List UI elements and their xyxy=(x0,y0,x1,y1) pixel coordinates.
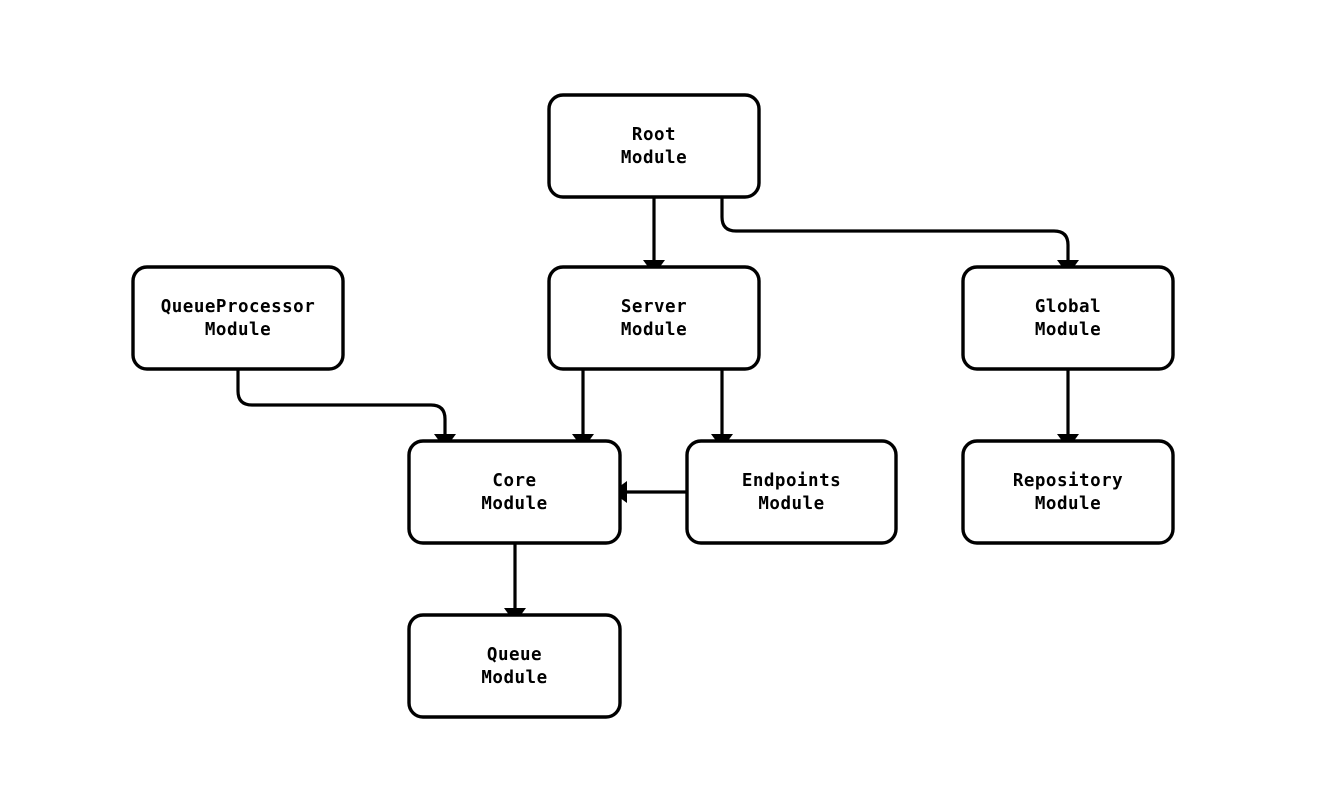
edge-server-to-endpoints xyxy=(711,369,733,449)
node-label-line2: Module xyxy=(205,320,271,340)
node-box[interactable] xyxy=(685,439,898,545)
node-label-line1: Root xyxy=(632,125,676,145)
node-label-line2: Module xyxy=(481,668,547,688)
node-box[interactable] xyxy=(131,265,345,371)
node-label-line1: QueueProcessor xyxy=(161,297,316,317)
edge-root-to-global xyxy=(720,197,1079,275)
node-label-line1: Core xyxy=(492,471,536,491)
node-box[interactable] xyxy=(547,265,761,371)
node-label-line2: Module xyxy=(1035,494,1101,514)
edge-endpoints-to-core xyxy=(612,481,687,503)
edge-line xyxy=(236,369,447,434)
node-box[interactable] xyxy=(407,439,622,545)
node-box[interactable] xyxy=(961,265,1175,371)
node-label-line1: Endpoints xyxy=(742,471,841,491)
node-label-line1: Queue xyxy=(487,645,542,665)
node-box[interactable] xyxy=(407,613,622,719)
nodes-layer: RootModuleQueueProcessorModuleServerModu… xyxy=(131,93,1175,719)
node-label-line2: Module xyxy=(481,494,547,514)
node-label-line2: Module xyxy=(758,494,824,514)
edge-server-to-core xyxy=(572,369,594,449)
edge-core-to-queue xyxy=(504,543,526,623)
node-label-line1: Server xyxy=(621,297,687,317)
edges-layer xyxy=(236,197,1079,623)
edge-queueprocessor-to-core xyxy=(236,369,456,449)
edge-root-to-server xyxy=(643,197,665,275)
node-label-line2: Module xyxy=(1035,320,1101,340)
node-label-line1: Global xyxy=(1035,297,1101,317)
edge-line xyxy=(720,197,1070,260)
node-box[interactable] xyxy=(547,93,761,199)
node-box[interactable] xyxy=(961,439,1175,545)
edge-global-to-repository xyxy=(1057,369,1079,449)
node-label-line2: Module xyxy=(621,148,687,168)
node-label-line2: Module xyxy=(621,320,687,340)
node-label-line1: Repository xyxy=(1013,471,1123,491)
